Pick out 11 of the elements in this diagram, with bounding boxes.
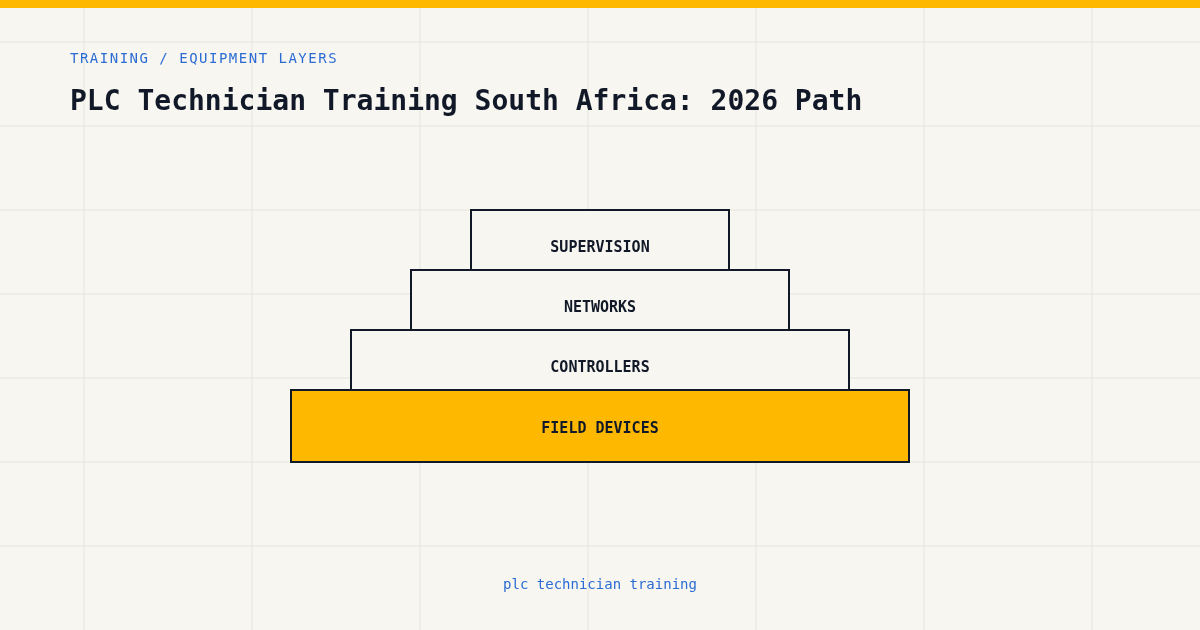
pyramid-layer — [410, 269, 790, 331]
pyramid-layer — [470, 209, 730, 271]
page-title: PLC Technician Training South Africa: 2026 Path — [70, 84, 863, 117]
footer-caption: plc technician training — [503, 576, 697, 592]
pyramid-layer — [350, 329, 850, 391]
layer-label: NETWORKS — [563, 298, 637, 316]
layer-label: SUPERVISION — [550, 238, 650, 256]
layer-label: FIELD DEVICES — [541, 419, 659, 437]
section-kicker: TRAINING / EQUIPMENT LAYERS — [70, 50, 339, 66]
pyramid-layer — [290, 389, 910, 463]
layer-label: CONTROLLERS — [550, 358, 650, 376]
